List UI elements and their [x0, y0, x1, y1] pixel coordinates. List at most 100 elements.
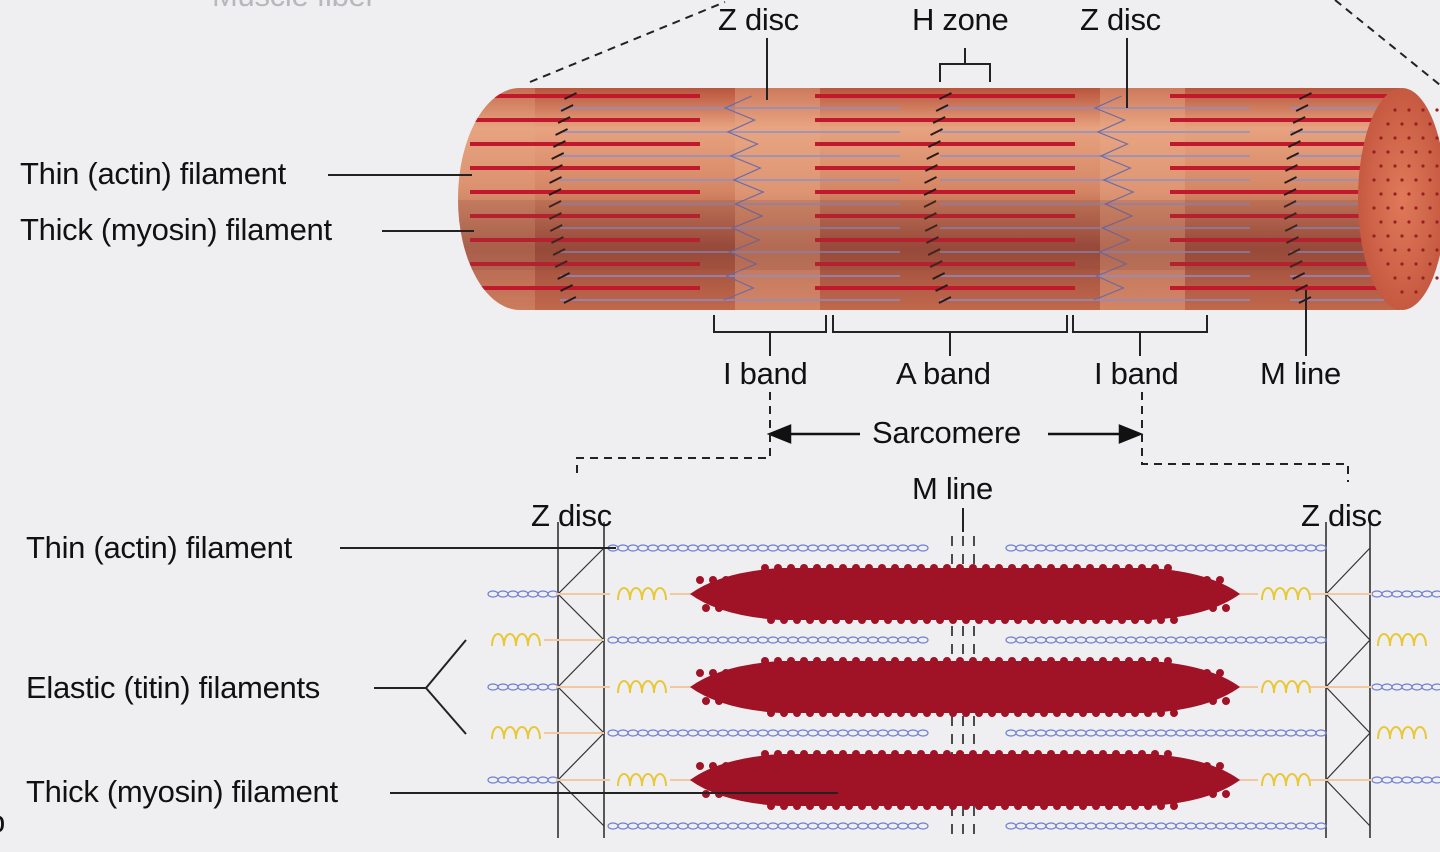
m-line-hatch: [1292, 272, 1306, 280]
m-line-hatch: [932, 272, 946, 280]
label-z-disc-top-left: Z disc: [718, 2, 799, 37]
m-line-hatch: [549, 164, 563, 172]
end-cap-dot: [1414, 290, 1418, 294]
m-line-hatch: [1289, 260, 1303, 268]
end-cap-dot: [1435, 108, 1439, 112]
m-line-hatch: [1292, 116, 1306, 124]
end-cap-dot: [1414, 178, 1418, 182]
actin-chain: [1005, 544, 1327, 552]
sarcomere-arrow: [766, 424, 1144, 444]
myosin-filament: [690, 657, 1240, 717]
end-cap-dot: [1386, 178, 1390, 182]
end-cap-dot: [1428, 262, 1432, 266]
end-cap-dot: [1393, 192, 1397, 196]
actin-chain: [1371, 683, 1440, 691]
label-z-disc-bottom-left: Z disc: [531, 498, 612, 533]
label-thick-filament-top: Thick (myosin) filament: [20, 212, 332, 247]
edge-mark: b: [0, 806, 5, 837]
end-cap-dot: [1386, 150, 1390, 154]
label-a-band: A band: [896, 356, 991, 391]
end-cap-dot: [1428, 178, 1432, 182]
end-cap-dot: [1421, 248, 1425, 252]
label-thick-filament-bottom: Thick (myosin) filament: [26, 774, 338, 809]
m-line-hatch: [924, 176, 937, 184]
m-line-hatch: [1299, 92, 1312, 100]
m-line-hatch: [1286, 236, 1299, 244]
m-line-hatch: [555, 128, 569, 136]
m-line-hatch: [552, 140, 566, 148]
label-titin-filaments: Elastic (titin) filaments: [26, 670, 320, 705]
end-cap-dot: [1421, 192, 1425, 196]
m-line-hatch: [923, 200, 937, 208]
end-cap-dot: [1428, 122, 1432, 126]
m-line-hatch: [1295, 284, 1309, 292]
label-m-line-top: M line: [1260, 356, 1341, 391]
titin-spring: [617, 773, 667, 787]
titin-spring: [1261, 587, 1311, 601]
m-line-hatch: [557, 116, 571, 124]
end-cap-dot: [1407, 248, 1411, 252]
m-line-hatch: [1287, 140, 1301, 148]
end-cap-dot: [1400, 150, 1404, 154]
end-cap-dot: [1379, 192, 1383, 196]
end-cap-dot: [1400, 262, 1404, 266]
m-line-hatch: [1284, 164, 1298, 172]
m-line-hatch: [932, 116, 946, 124]
end-cap-dot: [1435, 164, 1439, 168]
end-cap-dot: [1379, 164, 1383, 168]
end-cap-dot: [1372, 206, 1376, 210]
m-line-hatch: [929, 260, 943, 268]
leader-lines-top: [328, 38, 1307, 356]
end-cap-dot: [1386, 206, 1390, 210]
m-line-hatch: [564, 92, 577, 100]
end-cap-dot: [1421, 136, 1425, 140]
titin-spring: [1261, 773, 1311, 787]
m-line-hatch: [924, 224, 938, 232]
z-disc-line: [1093, 95, 1135, 301]
end-cap-dot: [1386, 122, 1390, 126]
m-line-hatch: [563, 296, 577, 304]
label-h-zone: H zone: [912, 2, 1009, 37]
m-line-hatch: [549, 224, 563, 232]
m-line-hatch: [551, 236, 564, 244]
end-cap-dot: [1400, 234, 1404, 238]
titin-spring: [1377, 633, 1427, 647]
titin-spring: [491, 633, 541, 647]
end-cap-dot: [1379, 136, 1383, 140]
zoom-lines-top: [529, 0, 1440, 86]
m-line-hatch: [923, 212, 937, 220]
m-line-hatch: [938, 296, 952, 304]
m-line-hatch: [554, 260, 568, 268]
end-cap-dot: [1414, 150, 1418, 154]
m-line-hatch: [557, 272, 571, 280]
actin-chain: [607, 822, 929, 830]
m-line-hatch: [924, 164, 938, 172]
titin-spring: [617, 680, 667, 694]
end-cap-dot: [1421, 220, 1425, 224]
leader-lines-bottom: [340, 508, 964, 794]
end-cap-dot: [1414, 262, 1418, 266]
label-z-disc-top-right: Z disc: [1080, 2, 1161, 37]
m-line-hatch: [1284, 176, 1297, 184]
shadow-band: [458, 200, 1400, 270]
label-i-band-left: I band: [723, 356, 808, 391]
end-cap-dot: [1379, 248, 1383, 252]
myosin-filament: [690, 750, 1240, 810]
end-cap-dot: [1421, 164, 1425, 168]
m-line-hatch: [927, 140, 941, 148]
end-cap-dot: [1386, 234, 1390, 238]
m-line-hatch: [1284, 224, 1298, 232]
m-line-hatch: [552, 248, 566, 256]
z-disc-line: [723, 95, 765, 301]
m-line-hatch: [935, 284, 949, 292]
end-cap-dot: [1372, 178, 1376, 182]
myosin-filament: [690, 564, 1240, 624]
end-cap-dot: [1428, 234, 1432, 238]
m-line-hatch: [927, 248, 941, 256]
end-cap-dot: [1414, 234, 1418, 238]
label-sarcomere: Sarcomere: [872, 415, 1021, 450]
end-cap-dot: [1372, 234, 1376, 238]
myofibril-end-cap: [1358, 88, 1440, 310]
myofibril-cylinder: [458, 88, 1440, 310]
